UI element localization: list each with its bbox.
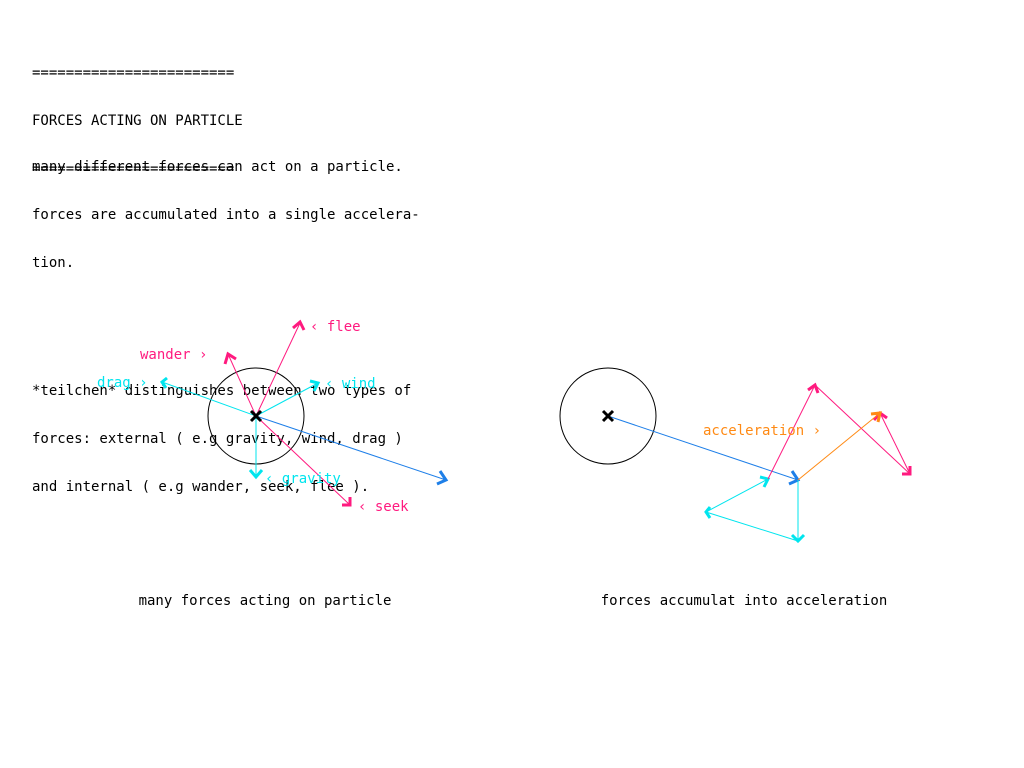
wind-label: ‹ wind (325, 376, 376, 392)
flee-label: ‹ flee (310, 319, 361, 335)
left-diagram: ‹ flee wander › drag › ‹ wind ‹ gravity … (97, 319, 449, 609)
drag-label: drag › (97, 375, 148, 391)
header-rule-top: ======================== (32, 65, 235, 81)
seek-force-arrow (255, 415, 352, 507)
particle-center-left (249, 409, 263, 423)
drag-force-arrow (159, 376, 257, 417)
right-caption: forces accumulat into acceleration (601, 593, 888, 609)
flee-force-arrow (255, 319, 306, 417)
particle-center-right (601, 409, 615, 423)
left-caption: many forces acting on particle (139, 593, 392, 609)
paragraph-1: many different forces can act on a parti… (32, 127, 420, 303)
right-diagram: acceleration › forces accumulat into acc… (559, 367, 912, 609)
wander-label: wander › (140, 347, 207, 363)
paragraph-2-line-1: *teilchen* distinguishes between two typ… (32, 383, 412, 399)
wander-force-arrow (223, 351, 257, 417)
page-title: FORCES ACTING ON PARTICLE (32, 113, 243, 129)
accum-wind-arrow (705, 475, 771, 513)
paragraph-1-line-1: many different forces can act on a parti… (32, 159, 403, 175)
particle-outline-right (559, 367, 657, 465)
gravity-force-arrow (248, 416, 264, 480)
paragraph-2: *teilchen* distinguishes between two typ… (32, 351, 420, 527)
accum-gravity-head (790, 533, 806, 544)
wind-force-arrow (255, 379, 321, 417)
body-text: many different forces can act on a parti… (32, 95, 420, 559)
paragraph-2-line-2: forces: external ( e.g gravity, wind, dr… (32, 431, 403, 447)
paragraph-1-line-2: forces are accumulated into a single acc… (32, 207, 420, 223)
gravity-label: ‹ gravity (265, 471, 341, 487)
acceleration-label: acceleration › (703, 423, 821, 439)
velocity-arrow-left (255, 415, 449, 486)
accum-seek-arrow (814, 384, 912, 476)
seek-label: ‹ seek (358, 499, 409, 515)
header: ======================== FORCES ACTING O… (32, 33, 243, 193)
header-rule-bottom: ======================== (32, 161, 235, 177)
accum-drag-arrow (704, 506, 799, 542)
acceleration-arrow (797, 411, 882, 481)
paragraph-1-line-3: tion. (32, 255, 75, 271)
